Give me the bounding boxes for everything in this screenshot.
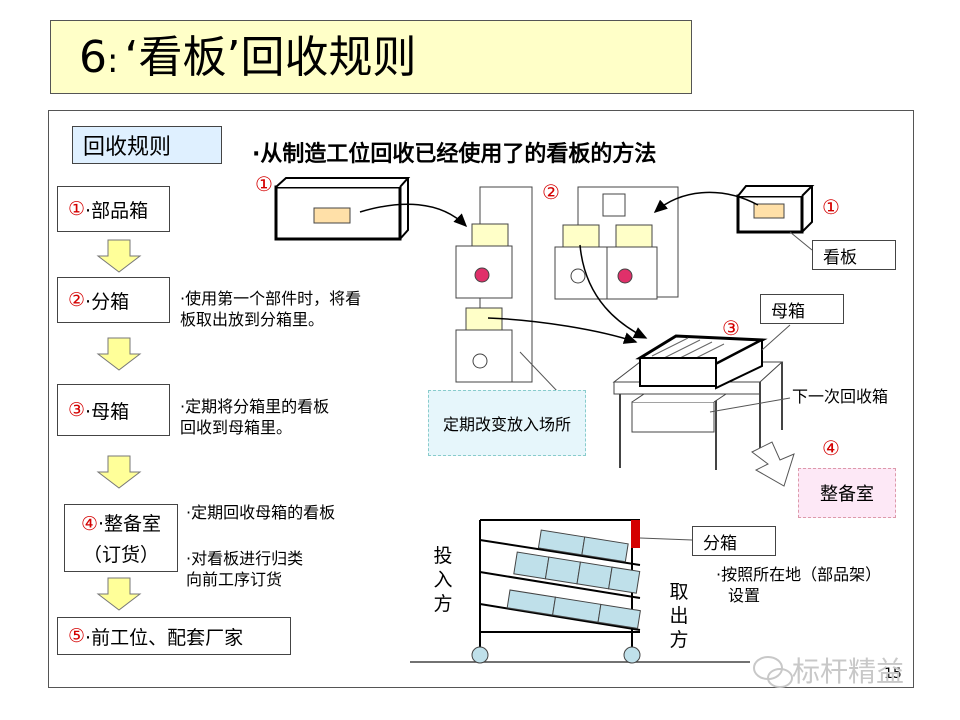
method-heading: ·从制造工位回收已经使用了的看板的方法 <box>252 142 657 167</box>
wechat-icon <box>753 656 793 688</box>
step-parts-box: ①·部品箱 <box>57 186 170 232</box>
collect-arrow <box>359 203 468 228</box>
step-maintenance-room: ④·整备室 （订货） <box>64 504 178 572</box>
flow-arrow-down <box>96 337 142 371</box>
marker-1-left: ① <box>255 172 273 196</box>
note-step4a: ·定期回收母箱的看板 <box>186 503 336 522</box>
page-title: 6:‘看板’回收规则 <box>79 32 417 83</box>
section-label: 回收规则 <box>72 126 222 164</box>
watermark-text: 标杆精益 <box>792 655 905 688</box>
marker-1-right: ① <box>822 195 840 219</box>
to-maintenance-arrow <box>751 441 795 487</box>
in-side-label: 投入方 <box>433 545 453 615</box>
flow-arrow-down <box>96 577 142 611</box>
kanban-card <box>313 207 351 224</box>
parts-box-right <box>736 185 815 234</box>
page-number: 15 <box>884 666 902 682</box>
mother-box-label: 母箱 <box>760 294 844 324</box>
marker-2: ② <box>542 180 560 204</box>
divider-rack-right <box>554 186 679 300</box>
change-place-label: 定期改变放入场所 <box>428 390 586 456</box>
flow-arrow-down <box>96 455 142 489</box>
divider-box-marker <box>631 520 640 548</box>
divider-rack-left <box>455 186 533 383</box>
marker-3: ③ <box>722 316 740 340</box>
out-side-label: 取出方 <box>669 581 689 651</box>
note-step4b: ·对看板进行归类 向前工序订货 <box>186 549 304 589</box>
collect-arrow <box>579 244 648 339</box>
step-divider-box: ②·分箱 <box>57 277 170 323</box>
divider-box-label: 分箱 <box>692 526 776 556</box>
note-step2: ·使用第一个部件时，将看 板取出放到分箱里。 <box>180 289 362 329</box>
shelf-note: ·按照所在地（部品架） 设置 <box>716 565 882 605</box>
title-banner: 6:‘看板’回收规则 <box>50 20 692 94</box>
note-step3: ·定期将分箱里的看板 回收到母箱里。 <box>180 397 330 437</box>
step-supplier: ⑤·前工位、配套厂家 <box>57 617 291 655</box>
content-frame <box>48 110 914 688</box>
collect-arrow <box>487 317 638 344</box>
step-mother-box: ③·母箱 <box>57 384 170 436</box>
flow-rack <box>410 519 750 664</box>
mother-box-table <box>612 334 784 470</box>
collect-arrow <box>653 191 759 213</box>
flow-arrow-down <box>96 239 142 273</box>
marker-4: ④ <box>822 436 840 460</box>
maintenance-room-label: 整备室 <box>798 468 896 518</box>
kanban-label: 看板 <box>812 240 896 270</box>
next-collect-label: 下一次回收箱 <box>792 387 889 406</box>
parts-box-left <box>274 177 411 241</box>
kanban-card <box>753 203 785 219</box>
